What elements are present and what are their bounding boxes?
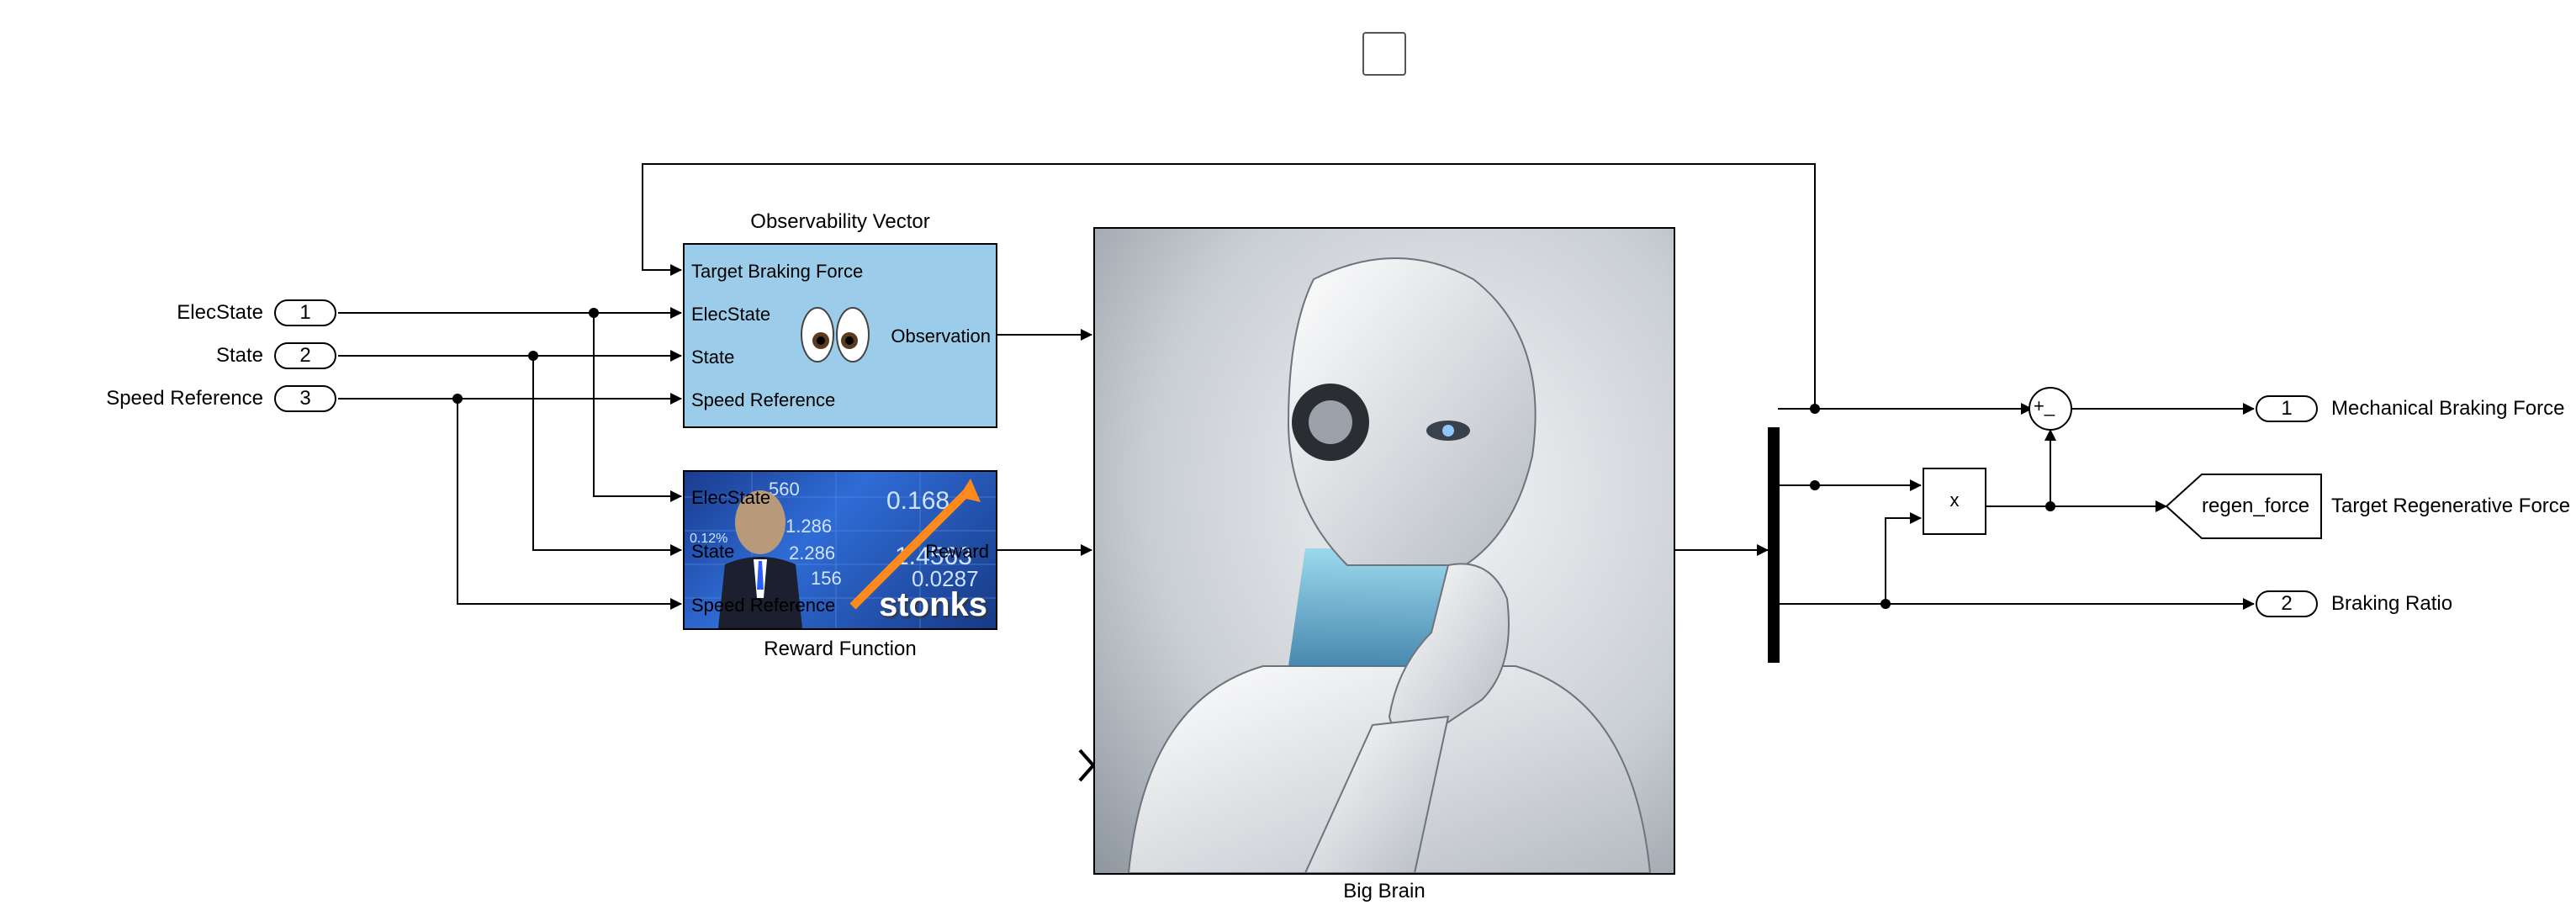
rew-output-reward: Reward [925, 541, 989, 562]
stonks-meme-image: 560 0.168 1.286 0.12% 2.286 1.4563 156 0… [685, 472, 996, 628]
ticker-00287: 0.0287 [912, 566, 979, 591]
stonks-text: stonks [879, 586, 987, 623]
branch-points [452, 308, 2055, 609]
agent-title: Big Brain [1343, 880, 1426, 902]
sum-block [2029, 387, 2072, 431]
inport-speed-reference[interactable]: 3 [274, 385, 336, 412]
goto-block [2165, 474, 2322, 539]
outport-label-mechanical-braking-force: Mechanical Braking Force [2331, 397, 2565, 420]
robot-thinking-image [1127, 257, 1652, 873]
feedback-line [642, 163, 1816, 408]
ticker-0168: 0.168 [886, 487, 949, 515]
obs-output-observation: Observation [891, 325, 991, 347]
rew-input-speed-reference: Speed Reference [691, 595, 836, 616]
inport-label-elecstate: ElecState [177, 301, 263, 324]
signal-lines [338, 163, 2255, 610]
sum-signs: +_ [2034, 395, 2055, 416]
ticker-1286: 1.286 [785, 516, 832, 537]
product-block[interactable]: x [1923, 468, 1986, 535]
inport-label-speed-reference: Speed Reference [106, 387, 263, 410]
demux-block [1768, 427, 1780, 663]
chevron-right-icon [1078, 749, 1096, 782]
goto-label-target-regenerative-force: Target Regenerative Force [2331, 495, 2571, 517]
agent-block[interactable] [1093, 227, 1675, 875]
reward-function-block[interactable]: 560 0.168 1.286 0.12% 2.286 1.4563 156 0… [683, 470, 997, 630]
elecstate-branch [593, 313, 682, 502]
obs-input-elecstate: ElecState [691, 304, 771, 325]
rew-input-elecstate: ElecState [691, 487, 771, 508]
outport-1[interactable]: 1 [2256, 395, 2318, 422]
obs-input-target-braking-force: Target Braking Force [691, 261, 864, 282]
reward-title: Reward Function [764, 638, 917, 660]
outport-2[interactable]: 2 [2256, 590, 2318, 617]
obs-input-speed-reference: Speed Reference [691, 389, 836, 410]
ticker-012: 0.12% [690, 532, 727, 546]
product-symbol: x [1949, 490, 1960, 511]
speedref-branch [457, 399, 682, 610]
observability-title: Observability Vector [750, 210, 930, 233]
outport-label-braking-ratio: Braking Ratio [2331, 592, 2453, 615]
ticker-2286: 2.286 [789, 542, 835, 564]
rew-input-state: State [691, 541, 735, 562]
inport-elecstate[interactable]: 1 [274, 299, 336, 326]
state-branch [532, 356, 682, 556]
observability-vector-block[interactable]: Target Braking Force ElecState State Spe… [683, 243, 997, 428]
pulse-generator-block[interactable] [1362, 32, 1406, 76]
ticker-156: 156 [811, 568, 842, 589]
goto-tag: regen_force [2202, 495, 2310, 517]
inport-state[interactable]: 2 [274, 342, 336, 369]
inport-label-state: State [215, 344, 263, 367]
ratio-to-mult [1885, 512, 1922, 604]
obs-input-state: State [691, 347, 735, 368]
eyes-icon [801, 307, 870, 363]
